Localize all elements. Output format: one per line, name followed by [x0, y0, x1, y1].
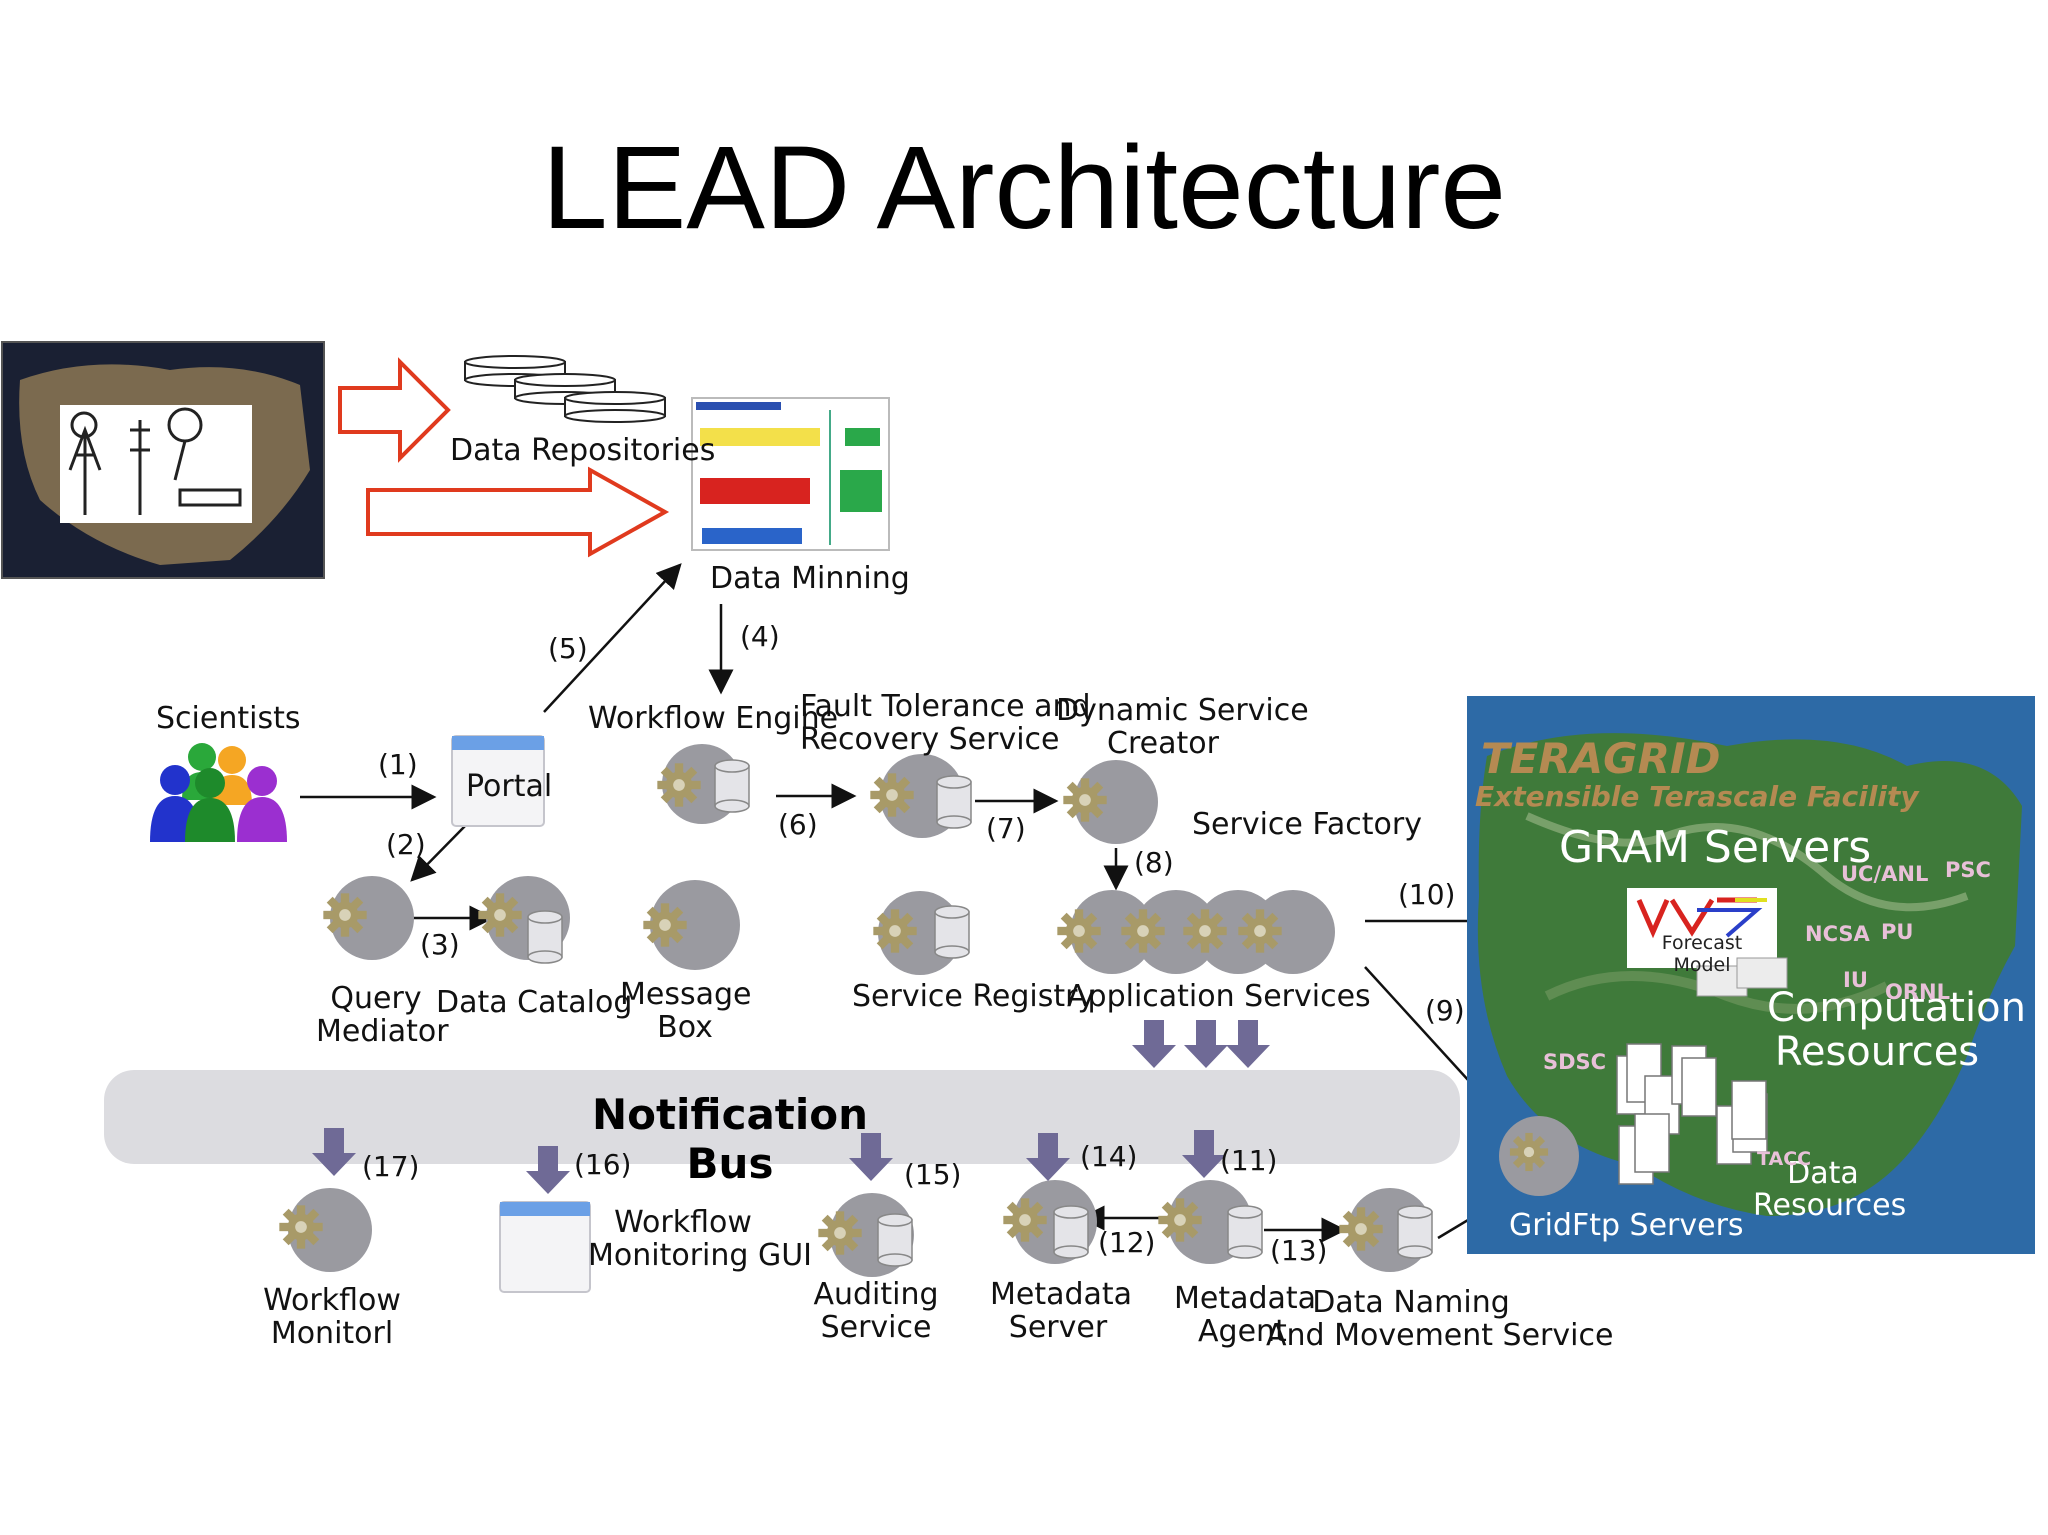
- red-arrow-lower: [366, 466, 670, 558]
- service-factory-label: Service Factory: [1192, 807, 1422, 842]
- database-icon: [1227, 1205, 1263, 1259]
- scientists-label: Scientists: [156, 701, 301, 736]
- app-service-disk-1: [1070, 890, 1154, 974]
- step-label: (3): [420, 928, 460, 961]
- step-label: (9): [1425, 994, 1465, 1027]
- step-label: (8): [1134, 846, 1174, 879]
- step-label: (2): [386, 828, 426, 861]
- site-label: PU: [1881, 920, 1914, 944]
- bus-arrow-down: [526, 1146, 570, 1194]
- database-icon: [714, 759, 750, 813]
- site-label: PSC: [1945, 858, 1991, 882]
- step-label: (13): [1270, 1234, 1328, 1267]
- weather-map-image: [1, 341, 325, 579]
- notification-bus-label: Notification Bus: [591, 1090, 869, 1188]
- data-catalog-label: Data Catalog: [436, 985, 633, 1020]
- step-label: (14): [1080, 1140, 1138, 1173]
- bus-arrow-down: [1184, 1020, 1228, 1068]
- data-mining-diagram-image: [691, 397, 890, 551]
- step-label: (11): [1220, 1144, 1278, 1177]
- site-label: UC/ANL: [1841, 862, 1929, 886]
- teragrid-subheading: Extensible Terascale Facility: [1475, 780, 1919, 813]
- site-label: SDSC: [1543, 1050, 1607, 1074]
- database-icon: [527, 910, 563, 964]
- site-label: NCSA: [1805, 922, 1870, 946]
- scientists-icon: [150, 743, 287, 842]
- teragrid-map-art: [1477, 733, 2022, 1216]
- bus-arrow-down: [312, 1128, 356, 1176]
- app-service-disk-4: [1251, 890, 1335, 974]
- step-label: (15): [904, 1158, 962, 1191]
- bus-arrow-down: [1026, 1133, 1070, 1181]
- step-label: (4): [740, 620, 780, 653]
- slide-title: LEAD Architecture: [541, 122, 1507, 254]
- step-label: (16): [574, 1148, 632, 1181]
- site-label: IU: [1843, 968, 1868, 992]
- step-label: (7): [986, 812, 1026, 845]
- bus-arrow-down: [1132, 1020, 1176, 1068]
- database-icon: [1053, 1205, 1089, 1259]
- application-services-label: Application Services: [1067, 979, 1371, 1014]
- database-icon: [934, 905, 970, 959]
- data-mining-label: Data Minning: [710, 561, 910, 596]
- portal-label[interactable]: Portal: [466, 769, 553, 804]
- data-repository-disks: [464, 355, 666, 423]
- step-label: (6): [778, 808, 818, 841]
- app-service-disk-2: [1134, 890, 1218, 974]
- site-label: TACC: [1757, 1148, 1812, 1170]
- database-icon: [877, 1213, 913, 1267]
- workflow-engine-label: Workflow Engine: [588, 701, 839, 736]
- step-label: (10): [1398, 878, 1456, 911]
- step-label: (1): [378, 748, 418, 781]
- gram-servers-label: GRAM Servers: [1559, 822, 1872, 873]
- gear-icon: [1509, 1132, 1549, 1172]
- gridftp-servers-label: GridFtp Servers: [1509, 1208, 1744, 1243]
- data-repositories-label: Data Repositories: [450, 433, 716, 468]
- bus-arrow-down: [1226, 1020, 1270, 1068]
- database-icon: [936, 775, 972, 829]
- bus-arrow-down: [849, 1133, 893, 1181]
- workflow-gui-window-icon: [499, 1201, 591, 1293]
- database-icon: [1397, 1205, 1433, 1259]
- dynamic-service-disk: [1074, 760, 1158, 844]
- message-box-disk: [650, 880, 740, 970]
- query-mediator-disk: [330, 876, 414, 960]
- step-label: (17): [362, 1150, 420, 1183]
- teragrid-heading: TERAGRID: [1481, 734, 1721, 783]
- step-label: (12): [1098, 1226, 1156, 1259]
- portal-window-icon: [451, 735, 545, 827]
- workflow-monitor-disk: [288, 1188, 372, 1272]
- teragrid-map-panel: TERAGRID Extensible Terascale Facility G…: [1467, 696, 2035, 1254]
- service-registry-label: Service Registry: [852, 979, 1096, 1014]
- red-arrow-upper: [338, 357, 451, 463]
- site-label: ORNL: [1885, 980, 1950, 1004]
- step-label: (5): [548, 632, 588, 665]
- bus-arrow-down: [1182, 1130, 1226, 1178]
